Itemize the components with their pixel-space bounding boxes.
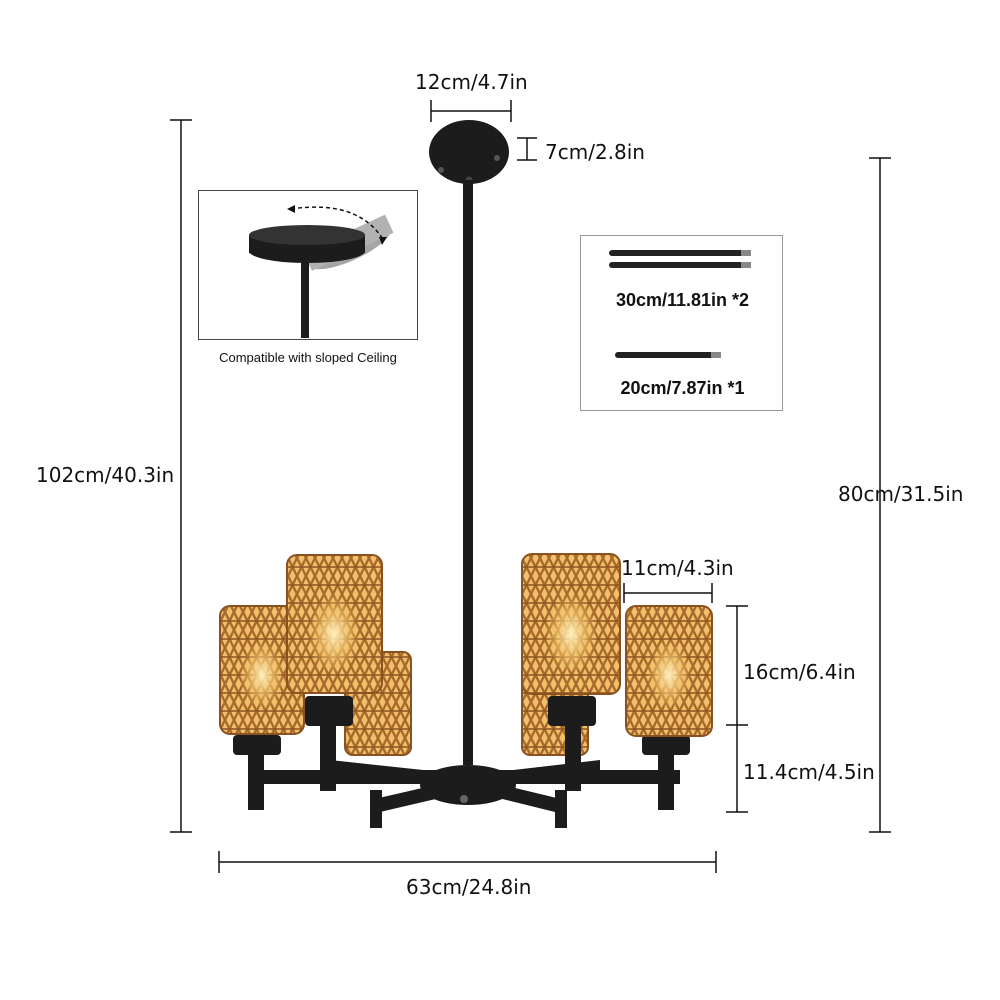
- canopy-height-dimension: [517, 137, 537, 161]
- canopy-height-label: 7cm/2.8in: [545, 140, 645, 164]
- inset-caption: Compatible with sloped Ceiling: [219, 350, 397, 365]
- rods-illustration: [609, 250, 751, 358]
- total-height-label: 102cm/40.3in: [36, 463, 175, 487]
- arms: [255, 760, 680, 812]
- shade-height-label: 16cm/6.4in: [743, 660, 856, 684]
- adjustable-height-dimension: [869, 157, 891, 833]
- adjustable-height-label: 80cm/31.5in: [838, 482, 964, 506]
- downrod: [463, 180, 473, 765]
- shade-diameter-dimension: [623, 583, 713, 603]
- shade-front-left: [286, 554, 383, 694]
- socket-height-dimension: [726, 725, 748, 813]
- sloped-canopy-illustration: [249, 205, 394, 341]
- shade-right: [625, 605, 713, 737]
- socket-height-label: 11.4cm/4.5in: [743, 760, 875, 784]
- total-width-dimension: [218, 851, 717, 873]
- shade-front-right: [521, 553, 621, 695]
- canopy: [429, 120, 509, 184]
- long-rods-label: 30cm/11.81in *2: [615, 290, 750, 310]
- total-width-label: 63cm/24.8in: [406, 875, 532, 899]
- sloped-ceiling-inset: [198, 190, 418, 341]
- canopy-width-dimension: [430, 100, 512, 122]
- chandelier: [219, 120, 713, 828]
- extension-rods-box: 30cm/11.81in *2 20cm/7.87in *1: [580, 235, 783, 411]
- shade-left: [219, 605, 305, 735]
- total-height-dimension: [170, 119, 192, 833]
- short-rod-label: 20cm/7.87in *1: [620, 378, 745, 398]
- shade-diameter-label: 11cm/4.3in: [621, 556, 734, 580]
- canopy-width-label: 12cm/4.7in: [415, 70, 528, 94]
